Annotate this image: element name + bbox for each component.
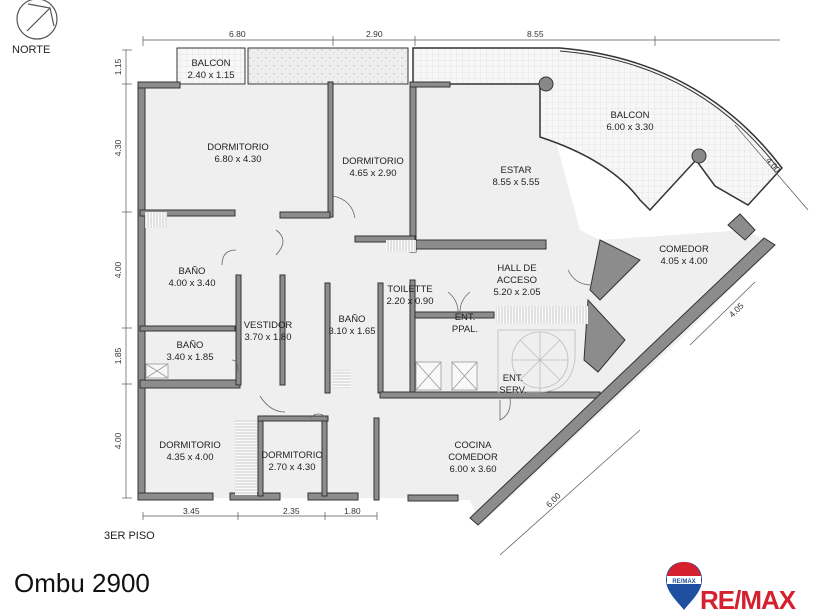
svg-text:RE/MAX: RE/MAX: [672, 579, 695, 585]
dim-left-3: 4.00: [113, 261, 123, 279]
dimension-lines: [122, 36, 809, 556]
planter: [247, 47, 409, 85]
remax-balloon-icon: RE/MAX: [666, 562, 702, 610]
dim-left-1: 1.15: [113, 58, 123, 76]
dim-left-5: 4.00: [113, 432, 123, 450]
balcony-small: [176, 47, 246, 85]
apartment-floor: [140, 82, 775, 525]
dim-top-2: 2.90: [366, 29, 383, 39]
dim-left-4: 1.85: [113, 347, 123, 365]
floor-label: 3ER PISO: [104, 530, 155, 542]
property-title: Ombu 2900: [14, 568, 150, 598]
dim-top-3: 8.55: [527, 29, 544, 39]
room-ent-serv: ENT.SERV.: [499, 373, 527, 396]
spiral-stair: [497, 329, 576, 393]
compass-label: NORTE: [12, 44, 51, 56]
dim-bottom-1: 3.45: [183, 506, 200, 516]
room-ent-ppal: ENT.PPAL.: [451, 312, 479, 335]
north-arrow-icon: [16, 0, 58, 40]
balcony-large: [412, 47, 783, 212]
remax-wordmark: RE/MAX: [700, 585, 796, 615]
elevators: [145, 361, 478, 391]
dim-left-2: 4.30: [113, 139, 123, 157]
dim-bottom-3: 1.80: [344, 506, 361, 516]
dim-top-1: 6.80: [229, 29, 246, 39]
dim-bottom-2: 2.35: [283, 506, 300, 516]
door-swings: [221, 195, 593, 421]
